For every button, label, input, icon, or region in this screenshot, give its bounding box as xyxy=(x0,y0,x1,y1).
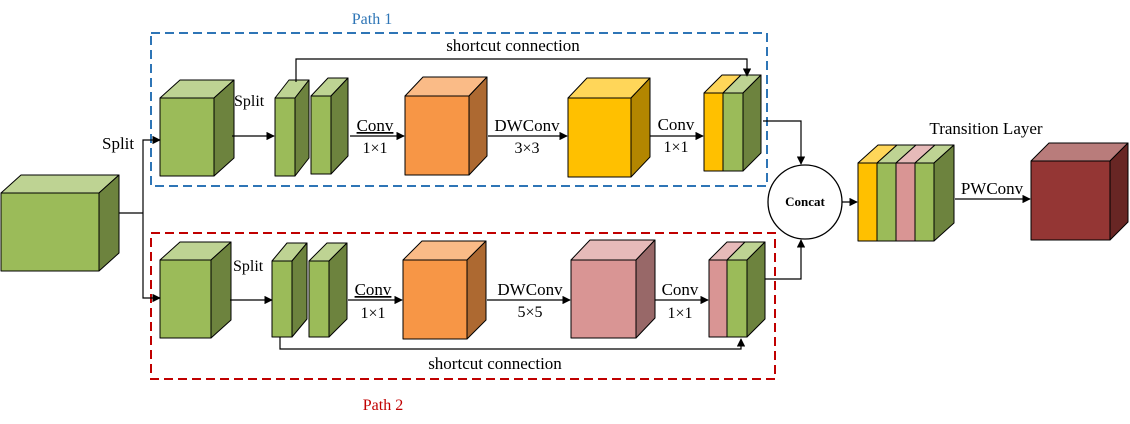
path1-shortcut-label: shortcut connection xyxy=(446,36,580,55)
path1-split-label: Split xyxy=(234,93,265,110)
transition-stack-front-2 xyxy=(895,162,916,242)
path2-dwconv-block-front xyxy=(570,259,637,339)
path1-to-concat xyxy=(763,120,806,165)
path1-title: Path 1 xyxy=(352,11,392,28)
concat-label: Concat xyxy=(785,194,825,209)
path2-dwconv-size: 5×5 xyxy=(517,304,542,321)
transition-label: Transition Layer xyxy=(929,119,1043,138)
path2-conv2-label: Conv xyxy=(662,280,699,299)
path1-conv1-label: Conv xyxy=(357,116,394,135)
split-edge-path2 xyxy=(142,213,161,303)
input-block-front xyxy=(0,192,100,272)
path1-box xyxy=(150,32,768,187)
path1-concat-stack-front-1 xyxy=(722,92,744,172)
concat-node xyxy=(767,164,843,240)
input-split-label: Split xyxy=(102,134,134,153)
path2-dwconv-label: DWConv xyxy=(497,280,563,299)
path1-conv-block-front xyxy=(404,95,470,176)
path1-concat-stack-front-0 xyxy=(703,92,724,172)
path1-conv2-size: 1×1 xyxy=(663,139,688,156)
path2-conv2-size: 1×1 xyxy=(667,305,692,322)
path2-box xyxy=(150,232,776,380)
path1-input-block-front xyxy=(159,97,215,177)
path2-conv-block-front xyxy=(402,259,468,340)
path1-conv1-size: 1×1 xyxy=(362,140,387,157)
path2-title: Path 2 xyxy=(363,397,403,414)
transition-stack-front-3 xyxy=(914,162,935,242)
transition-stack-front-1 xyxy=(876,162,897,242)
path1-conv2-label: Conv xyxy=(658,115,695,134)
path2-conv1-size: 1×1 xyxy=(360,305,385,322)
path2-shortcut-label: shortcut connection xyxy=(428,354,562,373)
path2-shortcut xyxy=(279,337,746,350)
path2-input-block-front xyxy=(159,259,212,339)
split-edge-path1 xyxy=(142,135,161,213)
path2-concat-stack-front-1 xyxy=(726,259,748,338)
path2-conv1-label: Conv xyxy=(355,280,392,299)
path1-dwconv-label: DWConv xyxy=(494,116,560,135)
connections xyxy=(119,58,1031,350)
transition-stack-front-0 xyxy=(857,162,878,242)
path2-split-label: Split xyxy=(233,258,264,275)
path1-shortcut xyxy=(295,58,752,82)
path2-to-concat xyxy=(765,239,806,280)
path1-dwconv-size: 3×3 xyxy=(514,140,539,157)
path2-concat-stack-front-0 xyxy=(708,259,728,338)
output-block-front xyxy=(1030,160,1111,241)
path2-split-a-front xyxy=(271,260,293,338)
path1-dwconv-block-front xyxy=(567,97,632,178)
pwconv-label: PWConv xyxy=(961,179,1024,198)
path1-split-b-front xyxy=(310,95,332,175)
feature-blocks xyxy=(0,74,1129,340)
path2-split-b-front xyxy=(308,260,330,338)
path1-split-a-front xyxy=(274,97,296,177)
